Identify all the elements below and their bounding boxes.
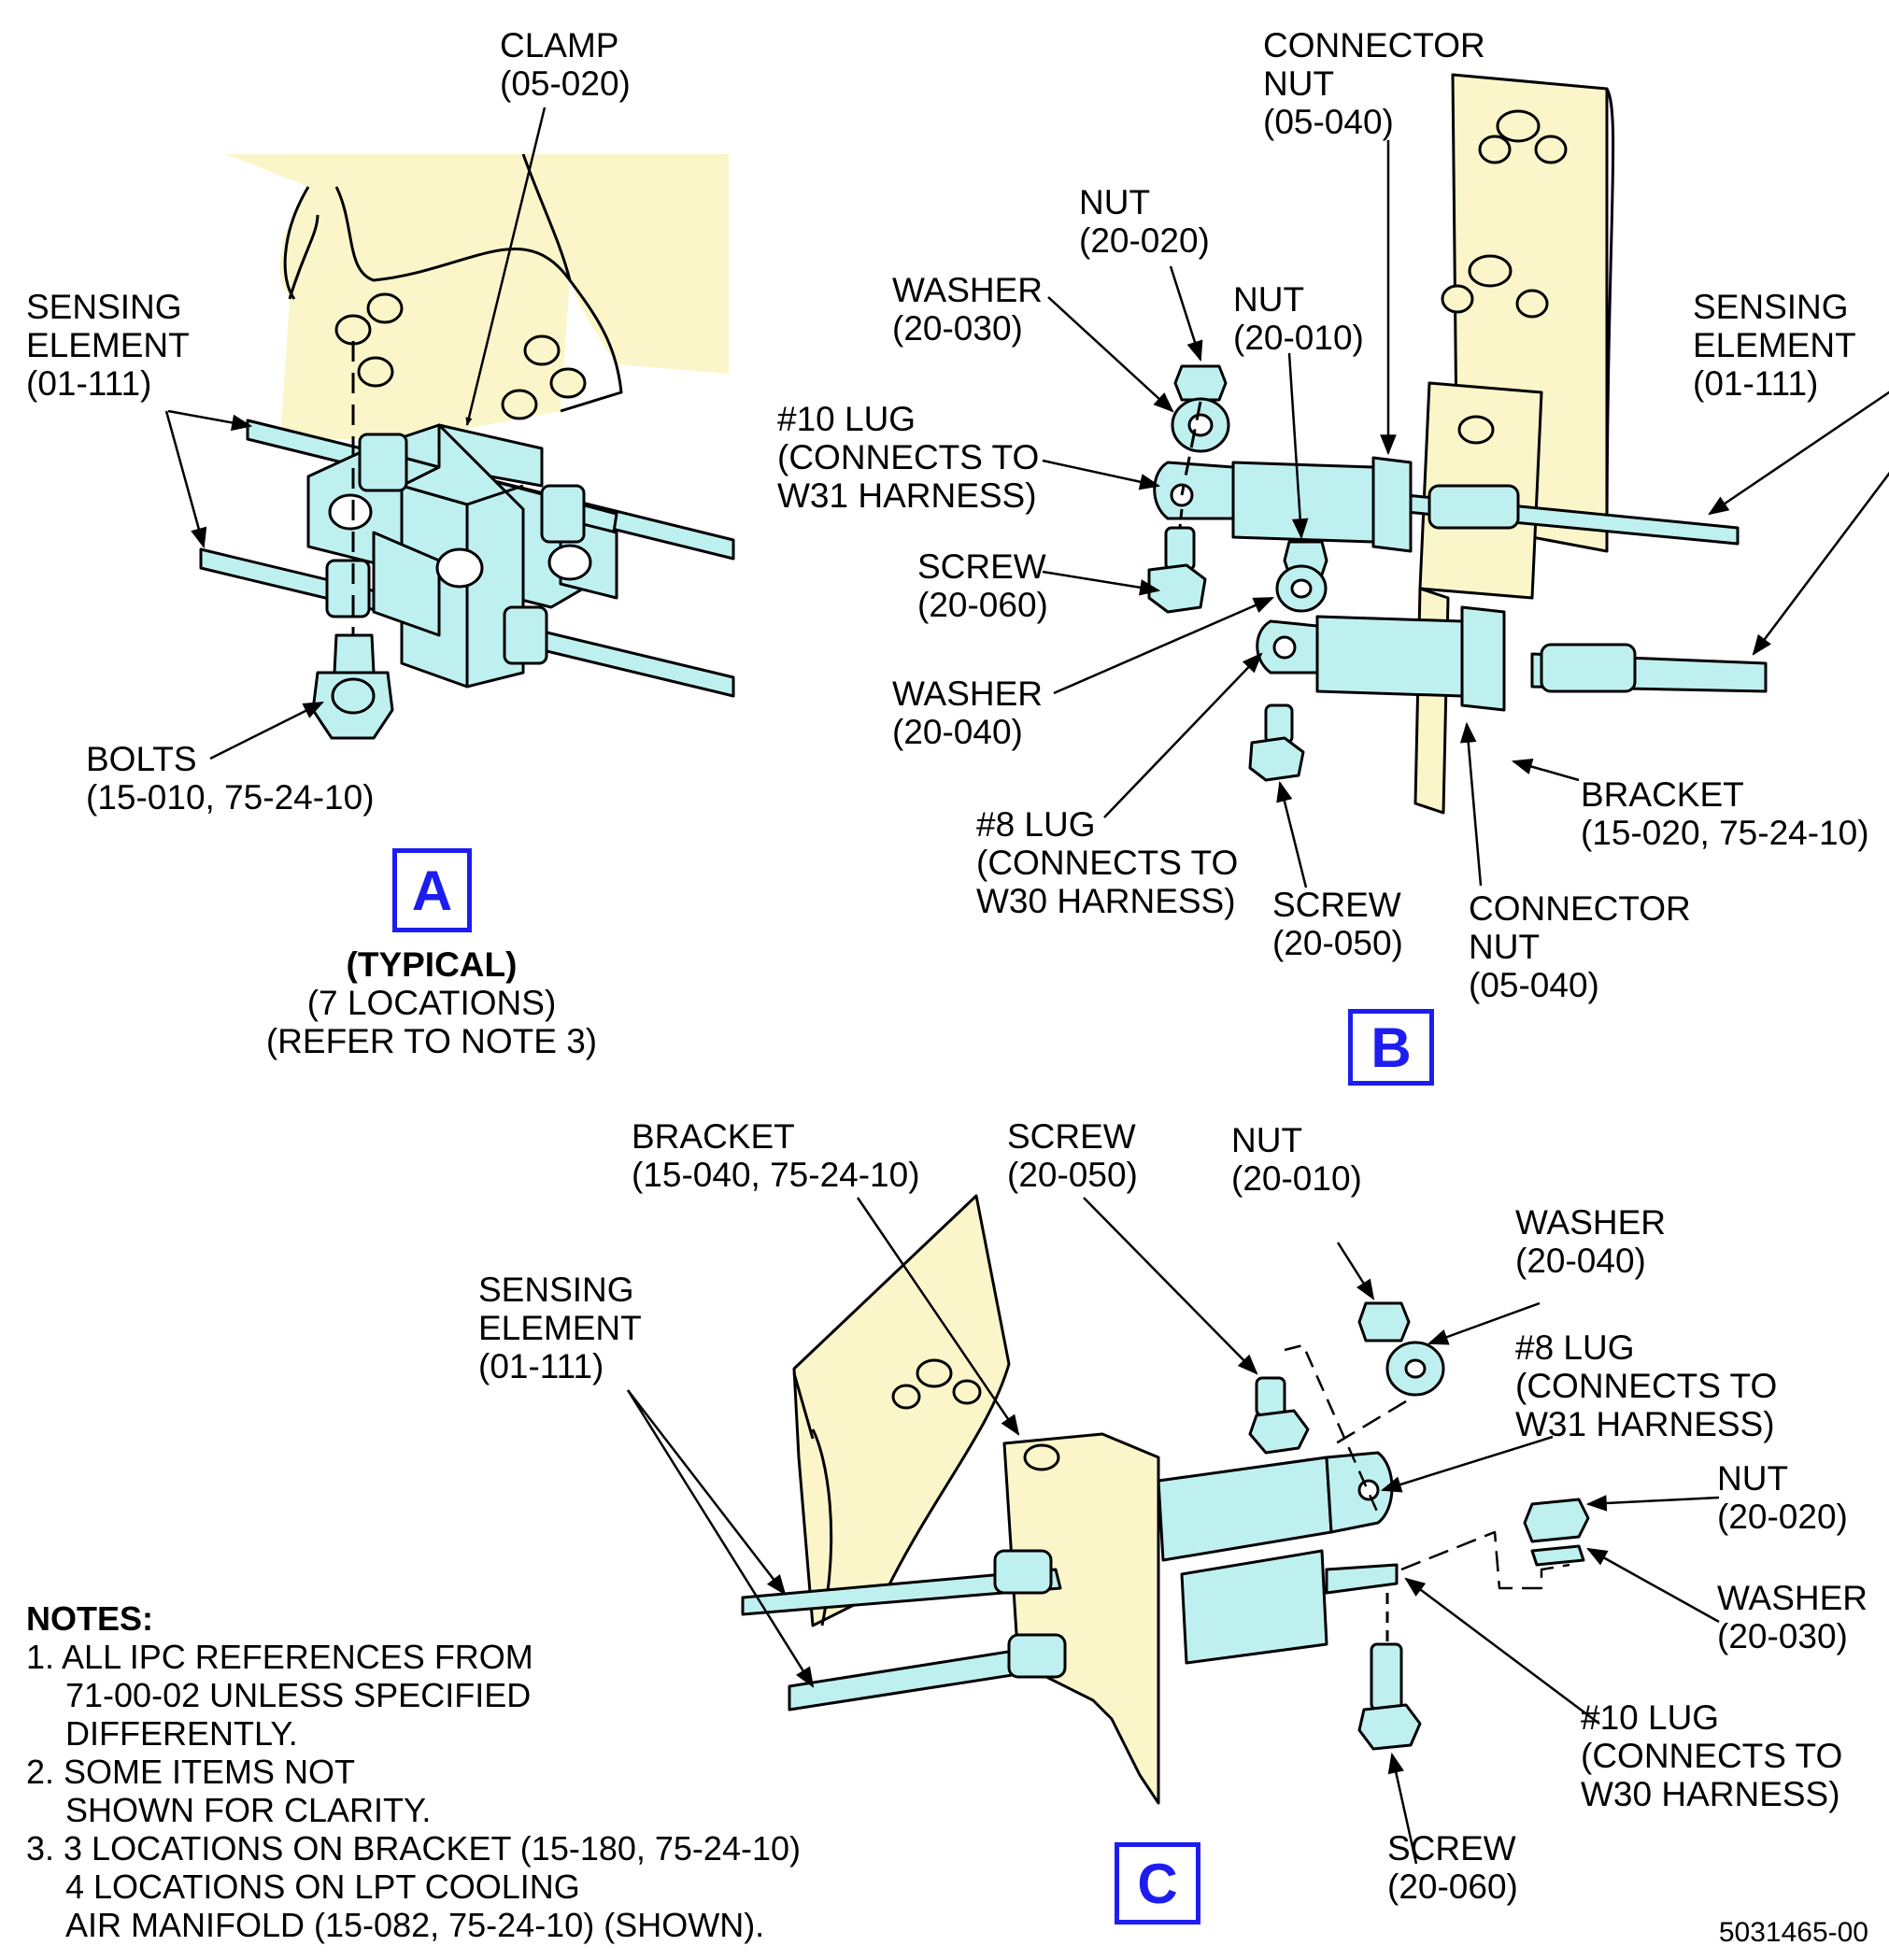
label-a-clamp: CLAMP(05-020) — [500, 26, 631, 103]
label-b-bracket: BRACKET(15-020, 75-24-10) — [1581, 775, 1869, 852]
label-c-washer-20-030: WASHER(20-030) — [1717, 1579, 1868, 1655]
view-letter-a: A — [392, 848, 472, 932]
label-b-nut-20-010: NUT(20-010) — [1233, 280, 1364, 357]
label-c-nut-20-020: NUT(20-020) — [1717, 1459, 1848, 1536]
note-3: 3. 3 LOCATIONS ON BRACKET (15-180, 75-24… — [26, 1829, 801, 1944]
notes-heading: NOTES: — [26, 1599, 154, 1638]
label-a-bolts: BOLTS(15-010, 75-24-10) — [86, 740, 375, 817]
label-b-washer-20-030: WASHER(20-030) — [892, 271, 1044, 348]
view-a-subtitle: (TYPICAL)(7 LOCATIONS)(REFER TO NOTE 3) — [265, 945, 598, 1060]
label-b-washer-20-040: WASHER(20-040) — [892, 675, 1044, 751]
view-a-bracket — [226, 154, 729, 439]
label-c-nut-20-010: NUT(20-010) — [1231, 1121, 1362, 1198]
view-letter-c: C — [1115, 1842, 1200, 1924]
label-c-bracket: BRACKET(15-040, 75-24-10) — [632, 1117, 920, 1194]
label-b-screw-20-050: SCREW(20-050) — [1272, 886, 1403, 962]
label-b-screw-20-060: SCREW(20-060) — [917, 547, 1048, 624]
view-a-drawing — [164, 107, 735, 760]
label-c-screw-20-050: SCREW(20-050) — [1007, 1117, 1138, 1194]
view-letter-b: B — [1348, 1009, 1434, 1086]
drawing-number: 5031465-00 — [1718, 1917, 1868, 1948]
label-c-screw-20-060: SCREW(20-060) — [1387, 1829, 1518, 1906]
view-c-drawing — [626, 1194, 1720, 1865]
view-b-drawing — [1042, 73, 1889, 888]
label-c-washer-20-040: WASHER(20-040) — [1515, 1203, 1667, 1280]
label-b-nut-20-020: NUT(20-020) — [1079, 183, 1210, 260]
